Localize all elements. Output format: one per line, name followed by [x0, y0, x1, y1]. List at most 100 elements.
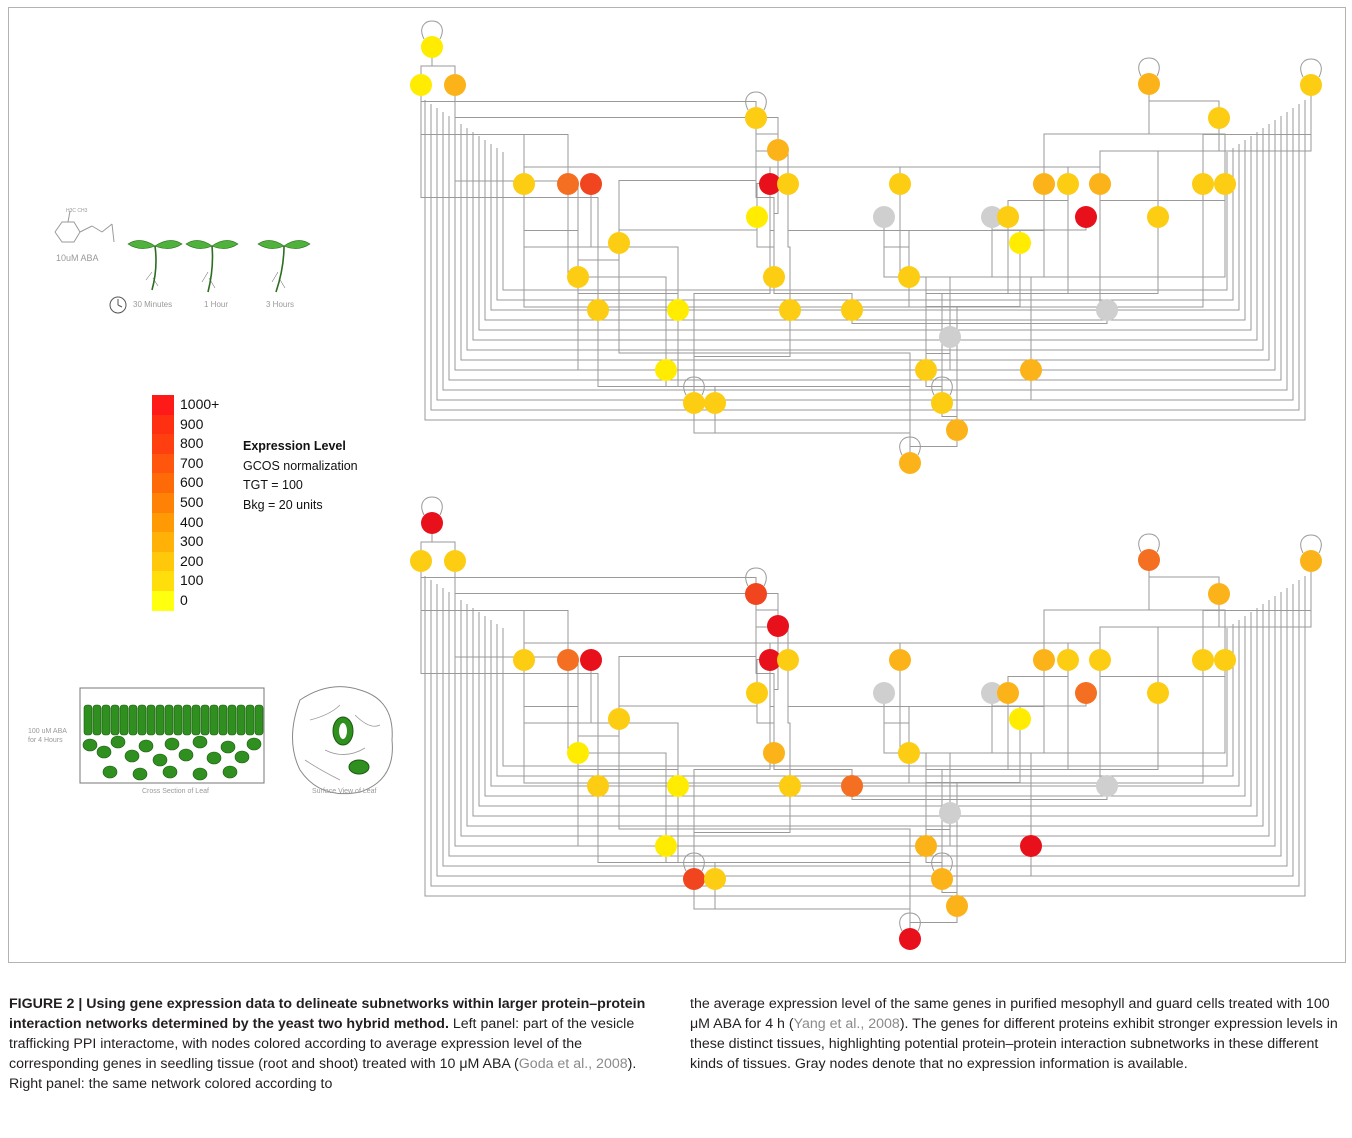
network-edge: [677, 786, 911, 939]
network-edge: [925, 243, 1021, 370]
network-edge: [677, 310, 911, 463]
legend-swatch: [152, 512, 174, 533]
protein-node: [1138, 73, 1160, 95]
palisade-cell: [119, 704, 129, 736]
protein-node: [1147, 682, 1169, 704]
protein-node: [1192, 173, 1214, 195]
protein-node: [557, 173, 579, 195]
protein-node: [1147, 206, 1169, 228]
legend-row: 0: [152, 590, 219, 611]
legend-swatch: [152, 453, 174, 474]
spongy-cell: [192, 735, 208, 749]
network-edge: [1030, 217, 1159, 370]
palisade-cell: [254, 704, 264, 736]
legend-swatch: [152, 395, 174, 415]
protein-node: [1096, 775, 1118, 797]
protein-node: [683, 868, 705, 890]
time-label-3h: 3 Hours: [266, 300, 295, 309]
palisade-cell: [83, 704, 93, 736]
network-edge: [590, 660, 599, 786]
protein-node: [939, 326, 961, 348]
protein-node: [1089, 649, 1111, 671]
protein-node: [1214, 649, 1236, 671]
network-edge: [466, 128, 1264, 351]
citation-link[interactable]: Goda et al., 2008: [518, 1056, 628, 1072]
self-loop-edge: [1300, 58, 1322, 78]
network-edge: [430, 580, 1300, 887]
network-edge: [490, 144, 1240, 311]
spongy-cell: [192, 767, 208, 781]
protein-node: [1057, 649, 1079, 671]
protein-node: [557, 649, 579, 671]
network-edge: [466, 604, 1264, 827]
palisade-cell: [128, 704, 138, 736]
spongy-cell: [206, 751, 222, 765]
protein-node: [746, 206, 768, 228]
network-edge: [618, 719, 911, 939]
palisade-cell: [191, 704, 201, 736]
network-edge: [496, 148, 1234, 301]
cross-section-label: Cross Section of Leaf: [142, 788, 209, 795]
legend-row: 500: [152, 492, 219, 513]
protein-node: [1138, 549, 1160, 571]
legend-line: TGT = 100: [243, 478, 303, 493]
spongy-cell: [138, 739, 154, 753]
network-edge: [949, 786, 1108, 813]
legend-row: 1000+: [152, 395, 219, 415]
protein-node: [1020, 835, 1042, 857]
network-edge: [693, 786, 791, 879]
network-edge: [436, 108, 1294, 401]
figure-title: Using gene expression data to delineate …: [9, 996, 646, 1032]
network-edge: [523, 184, 599, 310]
network-edge: [442, 588, 1288, 867]
spongy-cell: [132, 767, 148, 781]
legend-value: 500: [180, 493, 204, 510]
protein-node: [759, 173, 781, 195]
palisade-cell: [173, 704, 183, 736]
legend-value: 0: [180, 591, 188, 608]
legend-swatch: [152, 492, 174, 513]
network-edge: [436, 584, 1294, 877]
protein-node: [410, 74, 432, 96]
spongy-cell: [234, 750, 250, 764]
aba-molecule-icon: [54, 210, 115, 243]
protein-node: [763, 742, 785, 764]
spongy-cell: [220, 740, 236, 754]
network-edge: [777, 626, 1069, 660]
network-edge: [925, 217, 1009, 370]
protein-node: [704, 392, 726, 414]
protein-node: [1075, 206, 1097, 228]
protein-node: [981, 682, 1003, 704]
legend-value: 100: [180, 572, 204, 589]
palisade-cell: [218, 704, 228, 736]
palisade-cell: [236, 704, 246, 736]
legend-swatch: [152, 434, 174, 454]
protein-node: [608, 232, 630, 254]
protein-node: [683, 392, 705, 414]
seedling-icon: [127, 240, 311, 293]
protein-node: [1214, 173, 1236, 195]
network-edge: [420, 561, 757, 594]
network-edge: [956, 660, 1204, 906]
legend-value: 900: [180, 415, 204, 432]
network-edge: [490, 620, 1240, 787]
legend-row: 300: [152, 532, 219, 552]
legend-swatch: [152, 532, 174, 552]
network-edges: [420, 47, 1312, 463]
protein-node: [1075, 682, 1097, 704]
network-edge: [618, 217, 758, 243]
network-edge: [460, 600, 1270, 837]
protein-node: [513, 173, 535, 195]
network-edge: [1148, 560, 1226, 660]
protein-node: [931, 868, 953, 890]
network-edge: [1043, 84, 1150, 184]
protein-node: [567, 742, 589, 764]
citation-link[interactable]: Yang et al., 2008: [793, 1016, 900, 1032]
legend-row: 800: [152, 434, 219, 454]
spongy-cell: [152, 753, 168, 767]
network-edge: [523, 660, 599, 786]
network-edge: [693, 310, 791, 403]
protein-node: [444, 74, 466, 96]
